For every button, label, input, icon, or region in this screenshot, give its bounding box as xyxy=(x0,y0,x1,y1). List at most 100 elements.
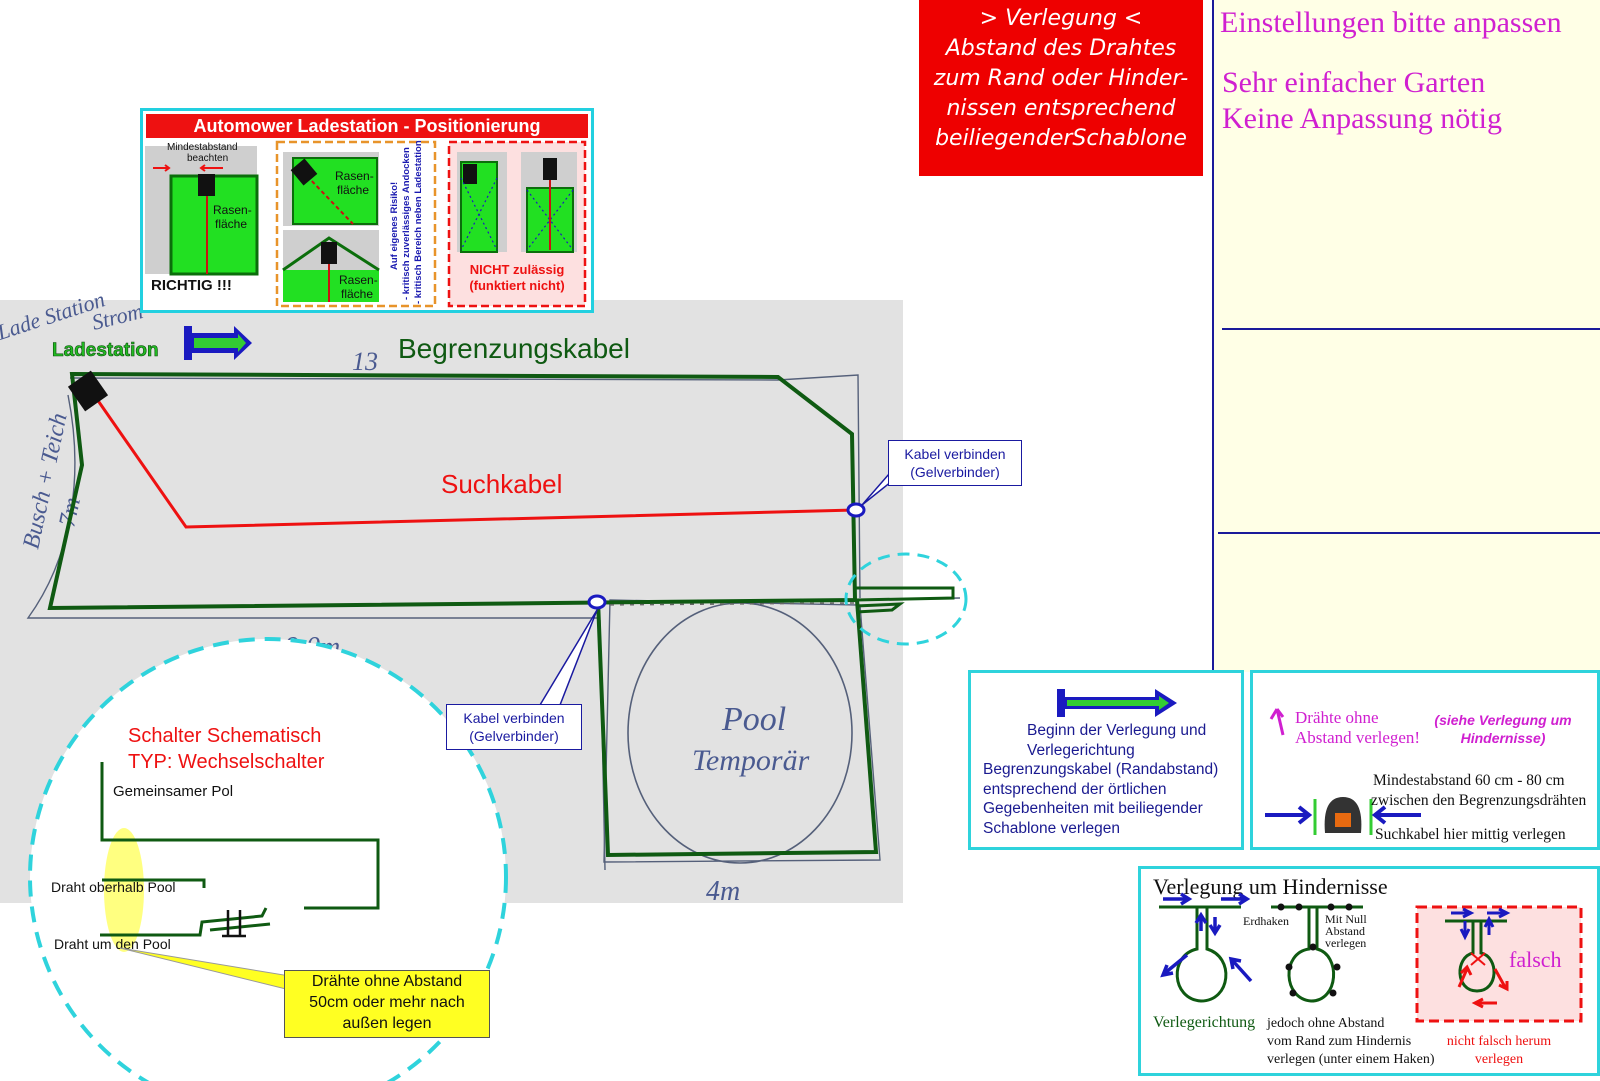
start-direction-arrow-icon xyxy=(1057,689,1177,717)
legend-line: Beginn der Verlegung und xyxy=(1027,722,1207,739)
legend-line: Verlegerichtung xyxy=(1027,741,1135,759)
settings-panel: Einstellungen bitte anpassen Sehr einfac… xyxy=(1212,0,1600,672)
min-distance-label: zwischen den Begrenzungsdrähten xyxy=(1371,792,1586,809)
gel-connector-icon xyxy=(846,502,866,518)
charging-station-label: Ladestation xyxy=(52,340,159,361)
risk-text: - kritisch Bereich neben Ladestation xyxy=(413,140,424,304)
highlight-glow xyxy=(104,828,144,952)
min-distance-label: Mindestabstand 60 cm - 80 cm xyxy=(1373,772,1565,789)
note-line: Drähte ohne Abstand xyxy=(311,973,463,990)
switch-contacts xyxy=(222,910,246,938)
lawn-label: Rasen- xyxy=(213,203,252,217)
not-wrong-label: verlegen xyxy=(1475,1052,1523,1067)
callout-line: Kabel verbinden xyxy=(463,710,565,726)
not-allowed-label: (funktiert nicht) xyxy=(469,278,564,293)
pool-label: Temporär xyxy=(692,744,810,777)
callout-line: (Gelverbinder) xyxy=(910,464,1000,480)
gel-connector-icon xyxy=(587,594,607,610)
boundary-cable-pool-loop xyxy=(596,599,879,858)
charging-station-icon xyxy=(198,174,215,196)
lawn-label: Rasen- xyxy=(339,273,378,287)
zero-distance-label: verlegen xyxy=(1325,936,1366,950)
zero-distance-label: Mit Null xyxy=(1325,912,1367,926)
wire-distance-note: Drähte ohne Abstand 50cm oder mehr nach … xyxy=(284,970,490,1038)
obstacles-guide: Verlegung um Hindernisse Verlegerichtung… xyxy=(1138,866,1600,1076)
wire-around-pool-label: Draht um den Pool xyxy=(54,936,171,952)
positioning-guide: Automower Ladestation - Positionierung M… xyxy=(140,108,594,313)
legend-line: Gegebenheiten mit beiliegender xyxy=(983,800,1203,817)
charging-station-icon xyxy=(543,158,557,180)
wires-label: Drähte ohne xyxy=(1295,708,1379,727)
charging-station-icon xyxy=(67,370,109,412)
switch-title: Schalter Schematisch xyxy=(128,725,321,747)
zero-distance-label: Abstand xyxy=(1325,924,1365,938)
dotted-line xyxy=(599,602,856,606)
correct-label: RICHTIG !!! xyxy=(151,277,232,294)
panel-divider xyxy=(1218,532,1600,534)
however-label: verlegen (unter einem Haken) xyxy=(1267,1052,1435,1067)
wrong-box xyxy=(1415,905,1583,1023)
legend-start-text: Beginn der Verlegung und Verlegerichtung… xyxy=(983,721,1243,838)
note-line: außen legen xyxy=(342,1015,432,1032)
banner-line: zum Rand oder Hinder- xyxy=(933,66,1189,91)
ground-hooks xyxy=(1277,903,1353,997)
legend-start: Beginn der Verlegung und Verlegerichtung… xyxy=(968,670,1244,850)
lawn-label: fläche xyxy=(337,183,369,197)
ground-hooks-label: Erdhaken xyxy=(1243,914,1289,928)
legend-distance-graphic: Drähte ohne Abstand verlegen! (siehe Ver… xyxy=(1265,708,1586,843)
risk-text: Auf eigenes Risiko! xyxy=(389,182,400,270)
banner-line: beiliegenderSchablone xyxy=(935,126,1187,151)
min-distance-label: Mindestabstand xyxy=(167,142,238,153)
lawn-label: Rasen- xyxy=(335,169,374,183)
min-distance-label: beachten xyxy=(187,153,228,164)
arrow-icon xyxy=(1371,805,1421,825)
see-obstacles-label: Hindernisse) xyxy=(1461,730,1546,746)
wires-label: Abstand verlegen! xyxy=(1295,728,1420,747)
wrong-label: falsch xyxy=(1509,947,1562,972)
pool-label: Pool xyxy=(721,701,786,738)
handwritten-length: 4m xyxy=(706,876,740,907)
connector-callout: Kabel verbinden (Gelverbinder) xyxy=(446,704,582,750)
however-label: vom Rand zum Hindernis xyxy=(1267,1034,1411,1049)
charging-station-icon xyxy=(290,158,318,186)
charging-station-icon xyxy=(321,242,337,264)
arrow-icon xyxy=(199,164,223,172)
positioning-illustrations: Mindestabstand beachten Rasen- fläche RI… xyxy=(145,140,587,308)
however-label: jedoch ohne Abstand xyxy=(1266,1016,1384,1031)
lawn-label: fläche xyxy=(215,217,247,231)
guide-cable-label: Suchkabel xyxy=(441,469,562,499)
legend-line: Schablone verlegen xyxy=(983,819,1121,837)
connector-callout: Kabel verbinden (Gelverbinder) xyxy=(888,440,1022,486)
callout-line: Kabel verbinden xyxy=(904,446,1006,462)
note-line: 50cm oder mehr nach xyxy=(309,994,465,1011)
not-wrong-label: nicht falsch herum xyxy=(1447,1034,1551,1049)
boundary-cable xyxy=(47,371,858,611)
positioning-title: Automower Ladestation - Positionierung xyxy=(146,114,588,138)
guide-middle-label: Suchkabel hier mittig verlegen xyxy=(1375,826,1566,843)
obstacles-title: Verlegung um Hindernisse xyxy=(1153,874,1388,899)
risk-text: - kritisch zuverlässiges Andocken xyxy=(401,147,412,300)
cross-icon xyxy=(1470,952,1486,966)
obstacles-graphic: Verlegung um Hindernisse Verlegerichtung… xyxy=(1153,874,1583,1067)
lawn-label: fläche xyxy=(341,287,373,301)
switch-highlight-circle xyxy=(844,552,968,646)
direction-arrows xyxy=(1160,892,1253,983)
panel-divider xyxy=(1222,328,1600,330)
common-pole-label: Gemeinsamer Pol xyxy=(113,783,233,800)
boundary-cable-label: Begrenzungskabel xyxy=(398,333,630,364)
callout-line: (Gelverbinder) xyxy=(469,728,559,744)
start-direction-arrow-icon xyxy=(184,326,252,360)
direction-label: Verlegerichtung xyxy=(1153,1014,1255,1031)
settings-note-line2: Keine Anpassung nötig xyxy=(1222,102,1502,135)
switch-schematic xyxy=(100,762,380,937)
not-allowed-label: NICHT zulässig xyxy=(470,262,565,277)
switch-title: TYP: Wechselschalter xyxy=(128,751,325,773)
wire-above-pool-label: Draht oberhalb Pool xyxy=(51,879,176,895)
banner-line: > Verlegung < xyxy=(979,6,1143,31)
arrow-icon xyxy=(1265,805,1313,825)
laying-instruction-banner: > Verlegung < Abstand des Drahtes zum Ra… xyxy=(919,0,1203,176)
legend-line: entsprechend der örtlichen xyxy=(983,780,1167,798)
arrow-icon xyxy=(1269,708,1285,736)
guide-cable xyxy=(90,391,856,529)
